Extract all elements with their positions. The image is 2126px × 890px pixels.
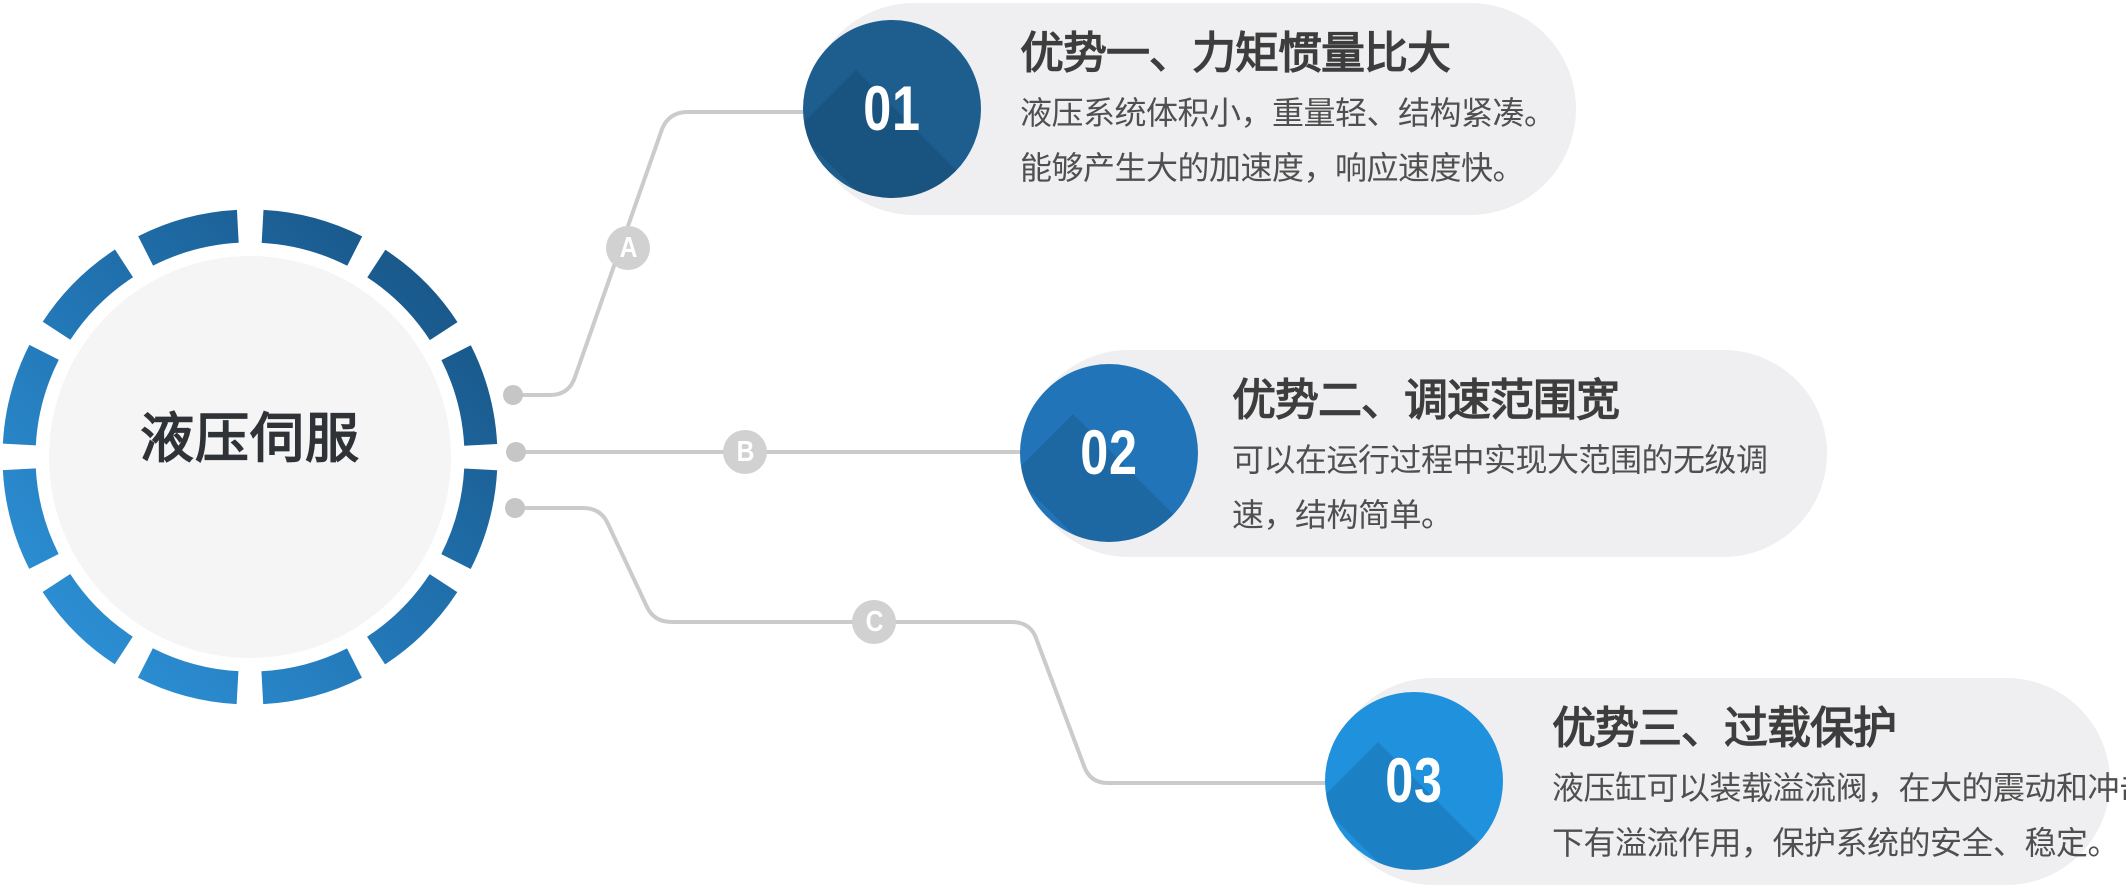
connector-dot-b bbox=[506, 442, 526, 462]
card-3-text-block: 优势三、过载保护 液压缸可以装载溢流阀，在大的震动和冲击 下有溢流作用，保护系统… bbox=[1552, 678, 2126, 871]
number-01-label: 01 bbox=[863, 74, 921, 144]
hub-title: 液压伺服 bbox=[140, 409, 360, 469]
number-02-label: 02 bbox=[1080, 418, 1138, 488]
advantage-card-3: 03 优势三、过载保护 液压缸可以装载溢流阀，在大的震动和冲击 下有溢流作用，保… bbox=[1325, 678, 2126, 885]
card-1-body-line-1: 液压系统体积小，重量轻、结构紧凑。 bbox=[1020, 95, 1556, 131]
card-1-text-block: 优势一、力矩惯量比大 液压系统体积小，重量轻、结构紧凑。 能够产生大的加速度，响… bbox=[1020, 3, 1556, 196]
hub-inner-disc bbox=[49, 256, 451, 658]
connector-dot-a bbox=[503, 385, 523, 405]
connector-badge-a: A bbox=[606, 226, 650, 270]
number-03-label: 03 bbox=[1385, 746, 1443, 816]
connector-badge-a-label: A bbox=[619, 231, 637, 264]
advantage-card-2: 02 优势二、调速范围宽 可以在运行过程中实现大范围的无级调 速，结构简单。 bbox=[1020, 350, 1827, 557]
card-3-body-line-1: 液压缸可以装载溢流阀，在大的震动和冲击 bbox=[1552, 770, 2126, 806]
card-3-title: 优势三、过载保护 bbox=[1552, 704, 1897, 753]
card-2-body-line-2: 速，结构简单。 bbox=[1232, 497, 1453, 533]
card-2-text-block: 优势二、调速范围宽 可以在运行过程中实现大范围的无级调 速，结构简单。 bbox=[1232, 350, 1801, 543]
number-circle-01: 01 bbox=[803, 20, 981, 198]
connector-badge-b: B bbox=[723, 430, 767, 474]
card-1-title: 优势一、力矩惯量比大 bbox=[1020, 29, 1451, 78]
card-2-body-line-1: 可以在运行过程中实现大范围的无级调 bbox=[1232, 442, 1768, 478]
connector-badge-b-label: B bbox=[736, 435, 754, 468]
card-1-body-line-2: 能够产生大的加速度，响应速度快。 bbox=[1020, 150, 1525, 186]
card-2-title: 优势二、调速范围宽 bbox=[1232, 376, 1620, 425]
connector-badge-c-label: C bbox=[865, 605, 883, 638]
card-3-body-line-2: 下有溢流作用，保护系统的安全、稳定。 bbox=[1552, 825, 2120, 861]
number-circle-03: 03 bbox=[1325, 692, 1503, 870]
advantage-card-1: 01 优势一、力矩惯量比大 液压系统体积小，重量轻、结构紧凑。 能够产生大的加速… bbox=[803, 3, 1576, 215]
number-circle-02: 02 bbox=[1020, 364, 1198, 542]
connector-line-c bbox=[513, 506, 1392, 785]
connector-badge-c: C bbox=[852, 600, 896, 644]
connector-dot-c bbox=[505, 498, 525, 518]
